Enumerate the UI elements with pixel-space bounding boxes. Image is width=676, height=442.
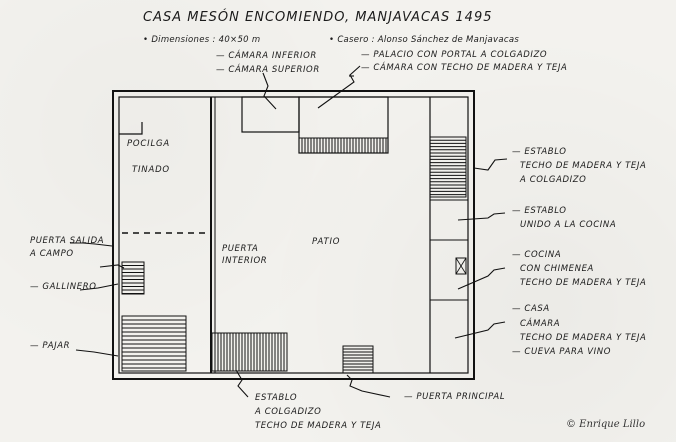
hatch-right xyxy=(429,136,467,198)
hatch-top xyxy=(298,137,389,154)
label-puerta-principal: — PUERTA PRINCIPAL xyxy=(404,392,506,402)
pocilga-wall xyxy=(119,122,143,135)
chimney xyxy=(455,257,467,275)
label-establo-right-1: — ESTABLO xyxy=(512,147,567,157)
hatch-pajar xyxy=(121,315,187,372)
label-camara-techo: — CÁMARA CON TECHO DE MADERA Y TEJA xyxy=(361,63,568,73)
label-puerta-salida-2: A CAMPO xyxy=(30,249,74,259)
leader-lines xyxy=(70,65,508,398)
label-establo-unido-2: UNIDO A LA COCINA xyxy=(520,220,617,230)
label-establo-right-2: TECHO DE MADERA Y TEJA xyxy=(520,161,647,171)
owner-text: • Casero : Alonso Sánchez de Manjavacas xyxy=(329,35,520,45)
outer-wall xyxy=(112,90,475,380)
label-puerta-interior-1: PUERTA xyxy=(222,244,259,254)
label-gallinero: — GALLINERO xyxy=(30,282,97,292)
chimney-x2 xyxy=(455,257,467,275)
label-puerta-interior-2: INTERIOR xyxy=(222,256,268,266)
label-establo-bottom-2: A COLGADIZO xyxy=(255,407,322,417)
label-casa-3: TECHO DE MADERA Y TEJA xyxy=(520,333,647,343)
label-puerta-salida-1: PUERTA SALIDA xyxy=(30,236,105,246)
label-tinado: TINADO xyxy=(132,165,170,175)
label-camara-inferior: — CÁMARA INFERIOR xyxy=(216,51,317,61)
label-casa-4: — CUEVA PARA VINO xyxy=(512,347,611,357)
label-cocina-1: — COCINA xyxy=(512,250,562,260)
page-title: CASA MESÓN ENCOMIENDO, MANJAVACAS 1495 xyxy=(143,10,493,25)
label-camara-superior: — CÁMARA SUPERIOR xyxy=(216,65,320,75)
hatch-gallinero xyxy=(121,261,145,295)
label-establo-unido-1: — ESTABLO xyxy=(512,206,567,216)
label-pajar: — PAJAR xyxy=(30,341,71,351)
label-establo-right-3: A COLGADIZO xyxy=(520,175,587,185)
copyright-text: © Enrique Lillo xyxy=(566,419,646,430)
label-palacio: — PALACIO CON PORTAL A COLGADIZO xyxy=(361,50,548,60)
label-cocina-3: TECHO DE MADERA Y TEJA xyxy=(520,278,647,288)
label-casa-2: CÁMARA xyxy=(520,319,561,329)
label-cocina-2: CON CHIMENEA xyxy=(520,264,594,274)
puerta-salida-door xyxy=(114,238,121,260)
hatch-puerta-principal xyxy=(342,345,374,374)
label-casa-1: — CASA xyxy=(512,304,550,314)
hatch-establo-bottom xyxy=(211,332,288,372)
label-pocilga: POCILGA xyxy=(127,139,170,149)
label-establo-bottom-3: TECHO DE MADERA Y TEJA xyxy=(255,421,382,431)
label-patio: PATIO xyxy=(312,237,341,247)
label-establo-bottom-1: ESTABLO xyxy=(255,393,298,403)
dimensions-text: • Dimensiones : 40×50 m xyxy=(143,35,261,45)
